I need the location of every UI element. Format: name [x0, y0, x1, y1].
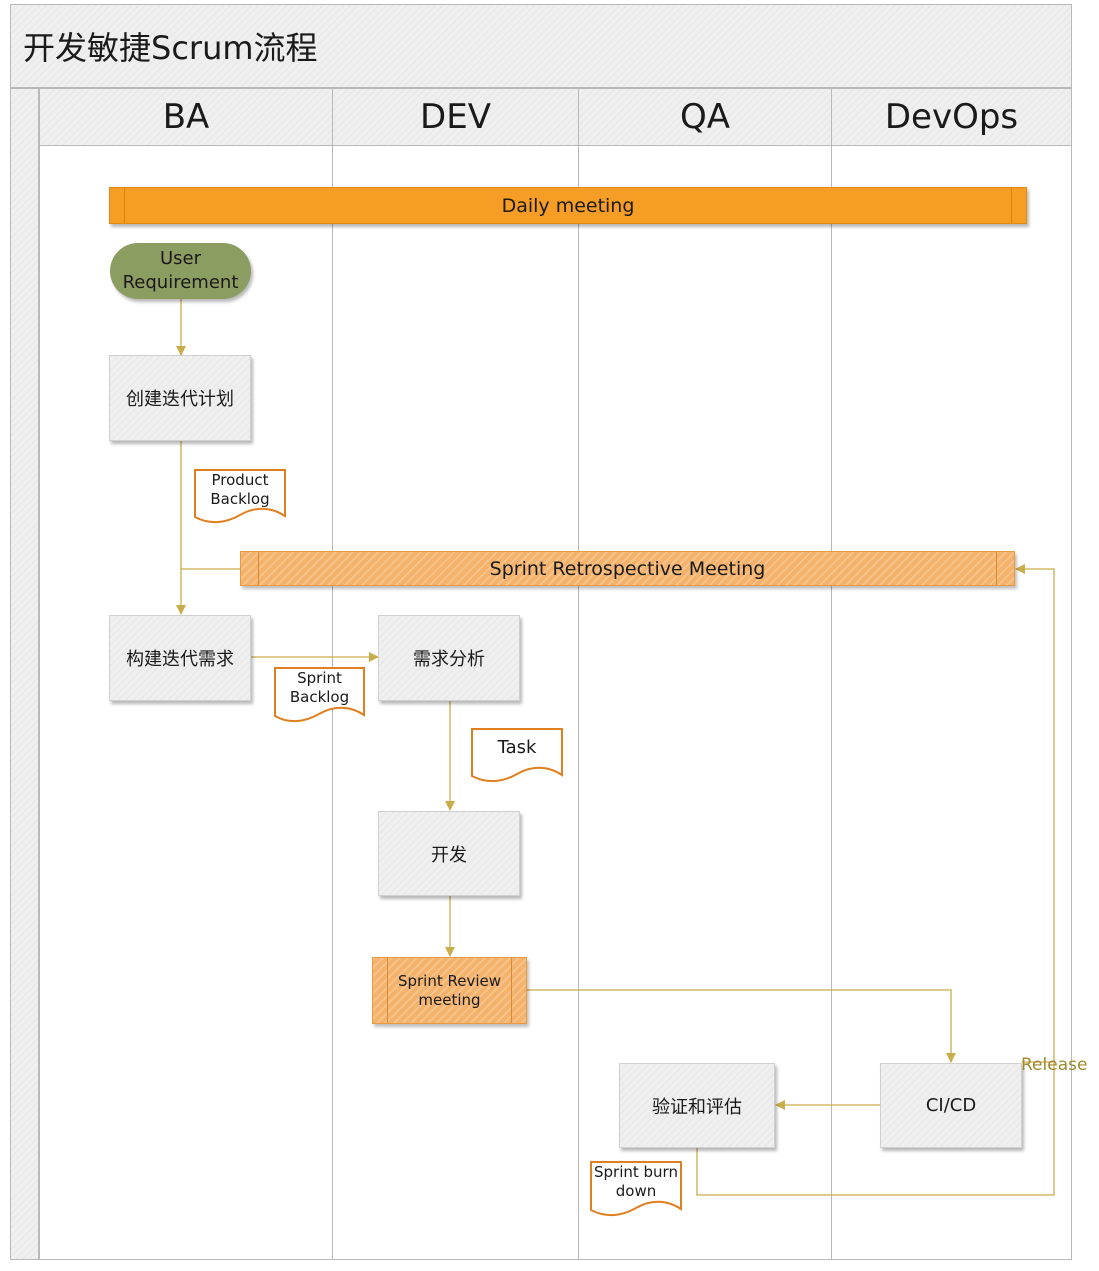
product-backlog-line1: Product	[211, 471, 269, 489]
sprint-retrospective-bar: Sprint Retrospective Meeting	[240, 551, 1015, 586]
requirement-analysis-label: 需求分析	[413, 649, 485, 670]
user-requirement-line2: Requirement	[122, 272, 239, 293]
sprint-backlog-line2: Backlog	[289, 688, 350, 706]
sprint-burndown-line1: Sprint burn	[594, 1163, 678, 1181]
daily-meeting-label: Daily meeting	[501, 194, 635, 217]
develop-label: 开发	[431, 844, 467, 866]
sprint-backlog-doc: Sprint Backlog	[274, 667, 365, 724]
cicd-box: CI/CD	[880, 1063, 1022, 1148]
release-label: Release	[1021, 1055, 1088, 1075]
pool-left-strip	[10, 88, 39, 1260]
lane-header-ba: BA	[39, 88, 333, 146]
create-iteration-plan-label: 创建迭代计划	[126, 389, 234, 410]
lane-divider	[831, 146, 832, 1260]
sprint-backlog-line1: Sprint	[297, 669, 342, 687]
sprint-review-line2: meeting	[418, 990, 481, 1009]
arrow-review-to-cicd	[527, 989, 956, 1063]
task-label: Task	[497, 737, 537, 758]
sprint-burndown-doc: Sprint burn down	[590, 1161, 682, 1218]
lane-divider	[578, 146, 579, 1260]
build-iteration-requirements-box: 构建迭代需求	[109, 615, 251, 701]
product-backlog-doc: Product Backlog	[194, 469, 286, 525]
sprint-retrospective-label: Sprint Retrospective Meeting	[489, 557, 766, 580]
sprint-burndown-line2: down	[615, 1182, 657, 1200]
task-doc: Task	[471, 728, 563, 784]
product-backlog-line2: Backlog	[210, 490, 270, 508]
lane-header-qa: QA	[578, 88, 832, 146]
daily-meeting-bar: Daily meeting	[109, 187, 1027, 224]
requirement-analysis-box: 需求分析	[378, 615, 520, 701]
sprint-review-box: Sprint Review meeting	[372, 957, 527, 1024]
lane-header-dev: DEV	[332, 88, 579, 146]
diagram-title-bar: 开发敏捷Scrum流程	[10, 4, 1072, 88]
verify-evaluate-box: 验证和评估	[619, 1063, 775, 1148]
pool-body	[39, 146, 1072, 1260]
sprint-review-line1: Sprint Review	[397, 971, 502, 990]
develop-box: 开发	[378, 811, 520, 896]
user-requirement-line1: User	[159, 248, 201, 269]
create-iteration-plan-box: 创建迭代计划	[109, 355, 251, 441]
lane-header-devops: DevOps	[831, 88, 1072, 146]
build-iteration-requirements-label: 构建迭代需求	[126, 649, 234, 670]
cicd-label: CI/CD	[925, 1095, 977, 1116]
user-requirement-node: User Requirement	[110, 243, 251, 299]
arrow-verify-to-retro	[696, 564, 1055, 1196]
verify-evaluate-label: 验证和评估	[652, 1096, 742, 1118]
diagram-title: 开发敏捷Scrum流程	[23, 29, 318, 67]
